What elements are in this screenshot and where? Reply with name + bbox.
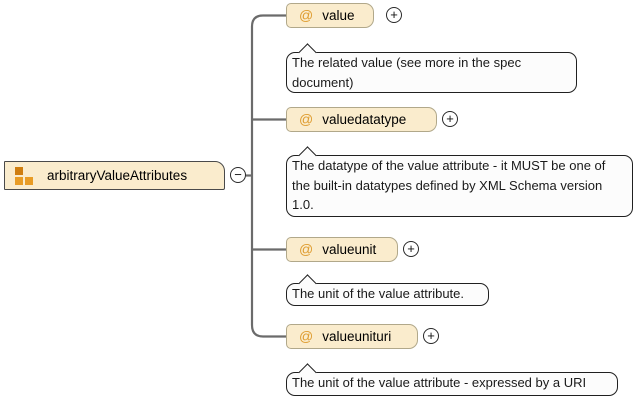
attribute-at-icon: @ <box>299 240 314 257</box>
annotation-text: The unit of the value attribute - expres… <box>292 375 587 390</box>
attribute-name: valueunituri <box>322 329 392 344</box>
attribute-at-icon: @ <box>299 110 314 127</box>
annotation-value: The related value (see more in the spec … <box>286 42 577 93</box>
attribute-name: value <box>322 8 355 23</box>
collapse-button[interactable]: − <box>230 167 246 183</box>
attribute-name: valuedatatype <box>322 112 407 127</box>
expand-button-valueunit[interactable]: + <box>403 241 419 257</box>
annotation-valuedatatype: The datatype of the value attribute - it… <box>286 145 633 217</box>
attribute-node-valueunit[interactable]: @ valueunit <box>286 237 398 262</box>
annotation-valueunituri: The unit of the value attribute - expres… <box>286 362 618 396</box>
attribute-at-icon: @ <box>299 6 314 23</box>
attribute-group-icon <box>15 166 34 185</box>
root-node-arbitraryValueAttributes[interactable]: arbitraryValueAttributes <box>4 161 225 190</box>
expand-button-value[interactable]: + <box>386 7 402 23</box>
expand-button-valuedatatype[interactable]: + <box>442 111 458 127</box>
attribute-node-valueunituri[interactable]: @ valueunituri <box>286 324 418 349</box>
attribute-at-icon: @ <box>299 327 314 344</box>
root-node-label: arbitraryValueAttributes <box>47 168 188 183</box>
annotation-text: The unit of the value attribute. <box>292 286 464 301</box>
attribute-name: valueunit <box>322 242 377 257</box>
annotation-text: The related value (see more in the spec … <box>292 55 522 90</box>
annotation-text: The datatype of the value attribute - it… <box>292 158 606 212</box>
expand-button-valueunituri[interactable]: + <box>423 328 439 344</box>
attribute-node-value[interactable]: @ value <box>286 3 374 28</box>
attribute-node-valuedatatype[interactable]: @ valuedatatype <box>286 107 437 132</box>
annotation-valueunit: The unit of the value attribute. <box>286 273 489 306</box>
